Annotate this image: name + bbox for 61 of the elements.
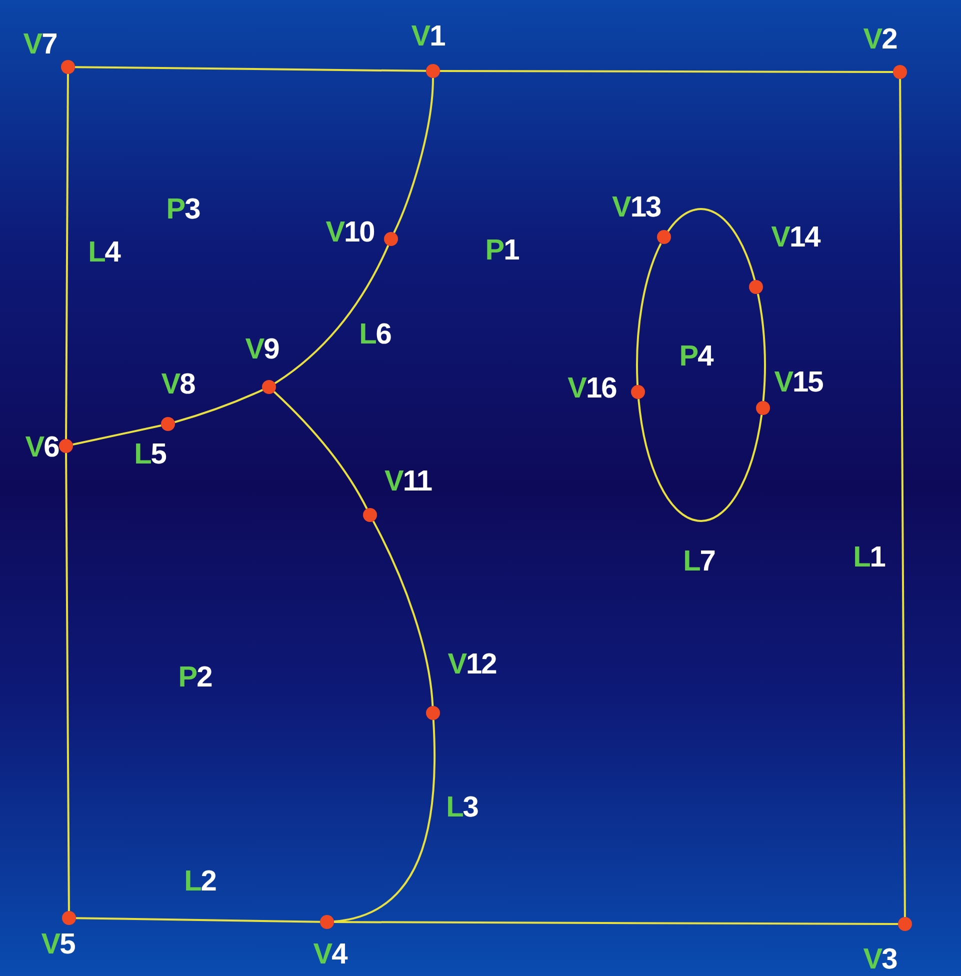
vertex-label: V7 — [23, 30, 57, 60]
curve-line — [273, 391, 368, 510]
curve-line — [74, 66, 426, 72]
region-label: P1 — [485, 236, 519, 266]
curve-label: L3 — [446, 794, 478, 822]
region-label: P3 — [166, 196, 200, 224]
vertex-dot — [756, 400, 770, 415]
curve-line — [667, 208, 756, 281]
vertex-dot — [749, 280, 764, 294]
vertex-label: V15 — [774, 368, 823, 398]
vertex-label: V5 — [41, 930, 75, 960]
curve-line — [65, 74, 69, 439]
vertex-dot — [320, 915, 334, 929]
curve-label: L1 — [853, 544, 885, 572]
vertex-label: V6 — [25, 434, 59, 462]
vertex-dot — [384, 232, 398, 246]
vertex-label: V1 — [411, 22, 445, 52]
curve-line — [756, 294, 766, 402]
vertex-label: V4 — [313, 940, 347, 970]
curve-line — [372, 520, 434, 706]
vertex-dot — [61, 60, 75, 74]
vertex-label: V16 — [568, 374, 616, 404]
curve-label: L5 — [134, 440, 166, 470]
curve-line — [636, 243, 662, 386]
curve-label: L4 — [88, 238, 120, 268]
vertex-dot — [898, 917, 912, 931]
vertex-label: V11 — [384, 468, 432, 496]
vertex-label: V10 — [326, 218, 374, 248]
curve-label: L2 — [184, 868, 216, 896]
curve-line — [638, 398, 763, 522]
curve-label: L6 — [359, 320, 391, 350]
vertex-label: V3 — [863, 946, 897, 974]
vertex-label: V9 — [245, 336, 279, 364]
vertex-dot — [59, 439, 73, 453]
vertex-dot — [426, 64, 440, 78]
vertex-dot — [893, 65, 907, 79]
curve-line — [334, 720, 436, 922]
region-label: P2 — [178, 664, 212, 692]
curve-line — [440, 70, 893, 73]
vertex-label: V8 — [161, 370, 195, 400]
curve-line — [899, 79, 906, 917]
vertex-dot — [62, 911, 76, 925]
vertex-dot — [363, 508, 377, 522]
curve-line — [76, 917, 320, 923]
curve-line — [65, 453, 70, 911]
vertex-label: V13 — [612, 194, 661, 223]
curve-line — [72, 424, 162, 446]
curve-label: L7 — [683, 548, 715, 576]
vertex-dot — [262, 380, 276, 394]
vertex-label: V12 — [448, 650, 496, 680]
vertex-dot — [657, 230, 672, 244]
vertex-dot — [161, 417, 175, 431]
curve-line — [274, 245, 390, 384]
curve-line — [393, 78, 434, 234]
vertex-dot — [426, 706, 440, 720]
vertex-dot — [630, 385, 645, 400]
vertex-label: V14 — [771, 224, 820, 252]
region-label: P4 — [679, 342, 713, 372]
curve-line — [334, 921, 898, 925]
curve-line — [174, 389, 264, 424]
vertex-label: V2 — [863, 26, 897, 54]
